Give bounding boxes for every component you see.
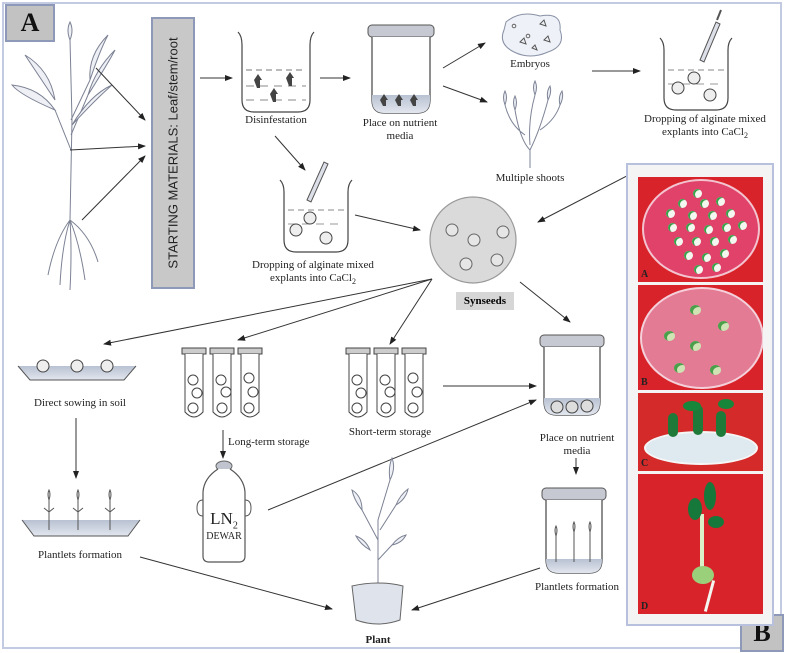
synseed-bead: [684, 251, 693, 260]
dropping-left-text: explants into CaCl: [270, 272, 352, 284]
starting-materials-label: STARTING MATERIALS: Leaf/stem/root: [165, 37, 181, 269]
synseed-bead: [688, 211, 697, 220]
photo-c: C: [638, 393, 763, 471]
label-dropping-left-line1: Dropping of alginate mixed: [252, 259, 374, 271]
germinating-seed: [664, 331, 675, 341]
synseed-bead: [720, 249, 729, 258]
synseed-bead: [704, 225, 713, 234]
label-dewar: DEWAR: [206, 531, 242, 542]
photo-letter-d: D: [641, 601, 649, 612]
label-dropping-right-line2: explants into CaCl2: [630, 126, 780, 142]
germinating-seed: [718, 321, 729, 331]
starting-materials-box: STARTING MATERIALS: Leaf/stem/root: [151, 17, 195, 289]
synseed-bead: [678, 199, 687, 208]
ln-subscript: 2: [232, 520, 238, 532]
synseeds-disc: [429, 196, 517, 284]
photo-letter-a: A: [641, 269, 649, 280]
germinating-seed: [710, 365, 721, 375]
synseed-bead: [738, 221, 747, 230]
photo-b: B: [638, 285, 763, 390]
soil-tray-sowing: [17, 359, 137, 381]
synseed-bead: [728, 235, 737, 244]
potted-plant: [351, 456, 409, 625]
photo-letter-b: B: [641, 377, 648, 388]
label-place-nutrient-1-line1: Place on nutrient: [362, 117, 438, 129]
cacl-subscript: 2: [743, 131, 748, 141]
tubes-short-term: [345, 347, 427, 418]
cacl-subscript: 2: [351, 277, 356, 287]
dropping-beaker-left: [279, 161, 353, 253]
label-multiple-shoots: Multiple shoots: [495, 172, 565, 184]
panel-a-label: A: [5, 4, 55, 42]
multiple-shoots-drawing: [503, 79, 564, 168]
label-short-term-storage: Short-term storage: [348, 426, 432, 438]
label-embryos: Embryos: [510, 58, 550, 70]
germinating-seed: [674, 363, 685, 373]
source-plant-drawing: [10, 20, 116, 291]
synseed-bead: [712, 263, 721, 272]
synseed-bead: [694, 265, 703, 274]
nutrient-jar-1: [367, 24, 435, 114]
plantlets-jar-right: [541, 487, 607, 574]
synseed-bead: [693, 189, 702, 198]
label-place-nutrient-1-line2: media: [386, 130, 414, 142]
synseed-bead: [668, 223, 677, 232]
label-place-nutrient-2-line1: Place on nutrient: [539, 432, 615, 444]
label-long-term-storage: Long-term storage: [228, 436, 310, 448]
ln-text: LN: [210, 509, 233, 528]
tubes-long-term: [181, 347, 263, 418]
label-dewar-ln2: LN2: [200, 510, 248, 535]
synseed-bead: [716, 197, 725, 206]
synseed-bead: [722, 223, 731, 232]
embryos-drawing: [501, 13, 562, 57]
synseed-bead: [726, 209, 735, 218]
label-plantlets-right: Plantlets formation: [534, 581, 619, 593]
synseed-bead: [686, 223, 695, 232]
synseed-bead: [666, 209, 675, 218]
label-synseeds: Synseeds: [456, 292, 514, 310]
nutrient-jar-2: [539, 334, 605, 416]
disinfestation-beaker: [237, 31, 315, 113]
label-plantlets-left: Plantlets formation: [37, 549, 122, 561]
synseed-bead: [692, 237, 701, 246]
photo-a: A: [638, 177, 763, 282]
synseed-bead: [708, 211, 717, 220]
ln2-dewar: [196, 460, 252, 563]
synseed-bead: [702, 253, 711, 262]
plantlets-tray-left: [21, 488, 141, 537]
synseed-bead: [674, 237, 683, 246]
label-direct-sowing: Direct sowing in soil: [34, 397, 126, 409]
dropping-right-text: explants into CaCl: [662, 126, 744, 138]
label-place-nutrient-2-line2: media: [563, 445, 591, 457]
label-dropping-left-line2: explants into CaCl2: [238, 272, 388, 288]
germinating-seed: [690, 305, 701, 315]
germinating-seed: [690, 341, 701, 351]
photo-letter-c: C: [641, 458, 649, 469]
photo-panel-b: A B C D: [626, 163, 774, 626]
label-disinfestation: Disinfestation: [245, 114, 307, 126]
synseed-bead: [710, 237, 719, 246]
label-plant: Plant: [365, 634, 391, 646]
label-dropping-right-line1: Dropping of alginate mixed: [644, 113, 766, 125]
photo-d: D: [638, 474, 763, 614]
dropping-beaker-right: [659, 9, 733, 111]
synseed-bead: [700, 199, 709, 208]
